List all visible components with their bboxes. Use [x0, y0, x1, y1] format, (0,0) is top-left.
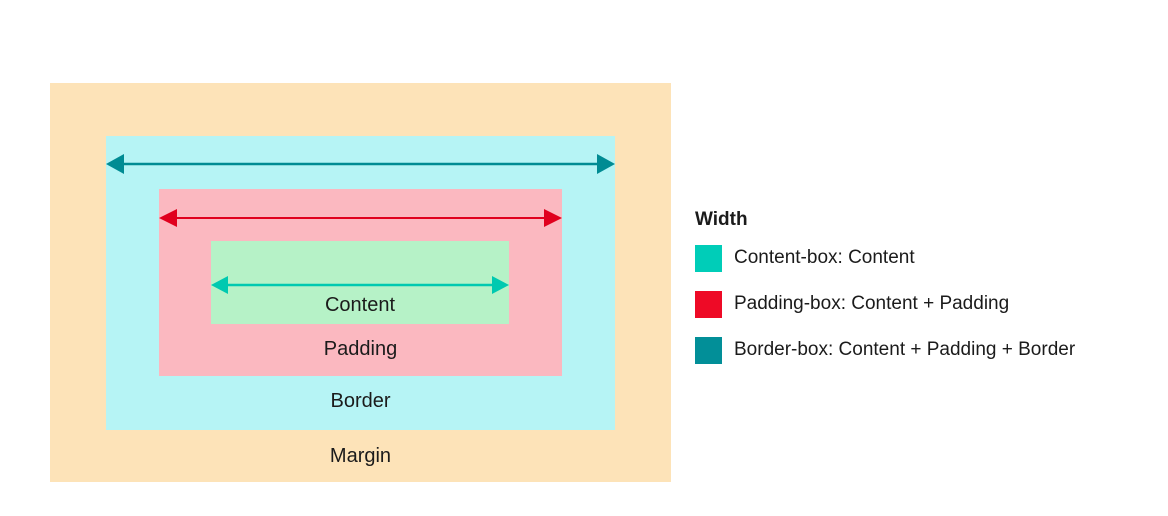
content-label: Content — [324, 294, 396, 316]
padding-label: Padding — [323, 338, 398, 360]
content-box-swatch — [695, 244, 722, 272]
legend-item-content-box: Content-box: Content — [695, 235, 1135, 281]
content-area — [211, 241, 509, 324]
legend-label: Padding-box: Content + Padding — [734, 293, 1010, 314]
legend: Width Content-box: Content Padding-box: … — [695, 205, 1135, 373]
border-box-swatch — [695, 336, 722, 364]
margin-label: Margin — [329, 445, 392, 467]
legend-item-padding-box: Padding-box: Content + Padding — [695, 281, 1135, 327]
border-label: Border — [330, 390, 391, 412]
legend-item-border-box: Border-box: Content + Padding + Border — [695, 327, 1135, 373]
legend-title: Width — [695, 209, 748, 230]
legend-label: Content-box: Content — [734, 247, 915, 268]
padding-box-swatch — [695, 290, 722, 318]
legend-label: Border-box: Content + Padding + Border — [734, 339, 1076, 360]
